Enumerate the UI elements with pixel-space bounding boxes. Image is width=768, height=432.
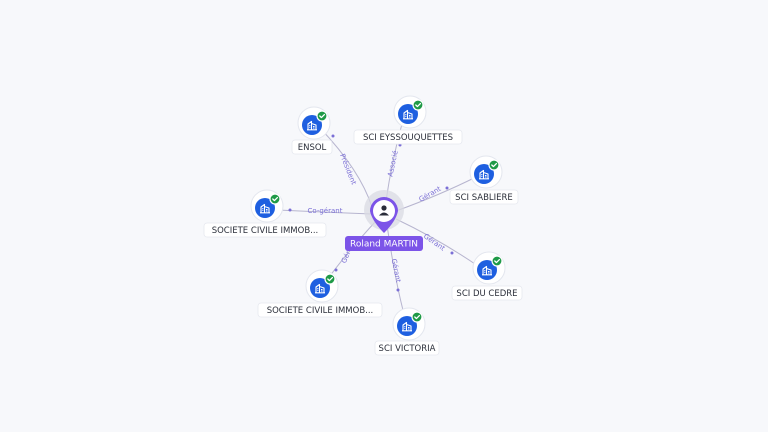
edge-sci-immob-1: Co-gérant [277, 207, 373, 215]
person-icon [379, 205, 389, 216]
node-label: SCI SABLIERE [449, 189, 519, 205]
edge-arrow [331, 134, 335, 138]
center-label-pill[interactable] [345, 236, 423, 251]
node-label-text: SCI SABLIERE [455, 193, 513, 203]
edge-line [386, 224, 405, 315]
building-icon [315, 283, 325, 294]
verified-check-icon [316, 110, 328, 122]
node-label: SOCIETE CIVILE IMMOB... [257, 302, 383, 318]
edge-arrow [288, 208, 292, 212]
node-label: SCI EYSSOUQUETTES [353, 129, 463, 145]
node-label-text: SOCIETE CIVILE IMMOB... [212, 226, 319, 236]
nodes: ENSOL SCI EYSSOUQUETTES SCI SABLIERE SCI DU… [203, 95, 523, 356]
node-sci-immob-2[interactable]: SOCIETE CIVILE IMMOB... [257, 269, 383, 318]
node-label-text: SCI DU CEDRE [456, 289, 517, 299]
edge-label: Co-gérant [308, 207, 343, 215]
verified-check-icon [411, 311, 423, 323]
node-victoria[interactable]: SCI VICTORIA [374, 307, 440, 356]
verified-check-icon [412, 99, 424, 111]
building-icon [307, 120, 317, 131]
node-label: SCI DU CEDRE [451, 285, 523, 301]
node-label-text: SOCIETE CIVILE IMMOB... [267, 306, 374, 316]
building-icon [479, 169, 489, 180]
edge-line [395, 176, 477, 212]
node-label-text: SCI VICTORIA [379, 344, 436, 354]
edge-label: Gérant [390, 258, 403, 283]
node-sci-immob-1[interactable]: SOCIETE CIVILE IMMOB... [203, 189, 327, 238]
edge-arrow [396, 288, 400, 292]
node-label-text: ENSOL [298, 143, 327, 153]
node-eyssouquettes[interactable]: SCI EYSSOUQUETTES [353, 95, 463, 145]
edge-label: Président [338, 153, 358, 187]
building-icon [402, 321, 412, 332]
node-label-text: SCI EYSSOUQUETTES [363, 133, 453, 143]
center-label: Roland MARTIN [350, 240, 418, 250]
verified-check-icon [488, 159, 500, 171]
edge-label: Gérant [422, 232, 447, 253]
building-icon [260, 203, 270, 214]
edge-arrow [334, 268, 338, 272]
verified-check-icon [491, 255, 503, 267]
center-ring [373, 200, 395, 222]
edge-line [395, 218, 479, 267]
edge-line [277, 209, 373, 215]
verified-check-icon [269, 193, 281, 205]
node-cedre[interactable]: SCI DU CEDRE [451, 251, 523, 301]
node-label: SCI VICTORIA [374, 340, 440, 356]
edge-label: Gér [340, 250, 353, 265]
edge-arrow [445, 186, 449, 190]
node-label: ENSOL [291, 139, 333, 155]
node-label: SOCIETE CIVILE IMMOB... [203, 222, 327, 238]
edge-label: Associé [386, 150, 399, 178]
node-sabliere[interactable]: SCI SABLIERE [449, 155, 519, 205]
edge-arrow [450, 251, 454, 255]
verified-check-icon [324, 273, 336, 285]
building-icon [482, 265, 492, 276]
center-node[interactable]: Roland MARTIN [345, 190, 423, 251]
node-ensol[interactable]: ENSOL [291, 106, 333, 155]
building-icon [403, 109, 413, 120]
